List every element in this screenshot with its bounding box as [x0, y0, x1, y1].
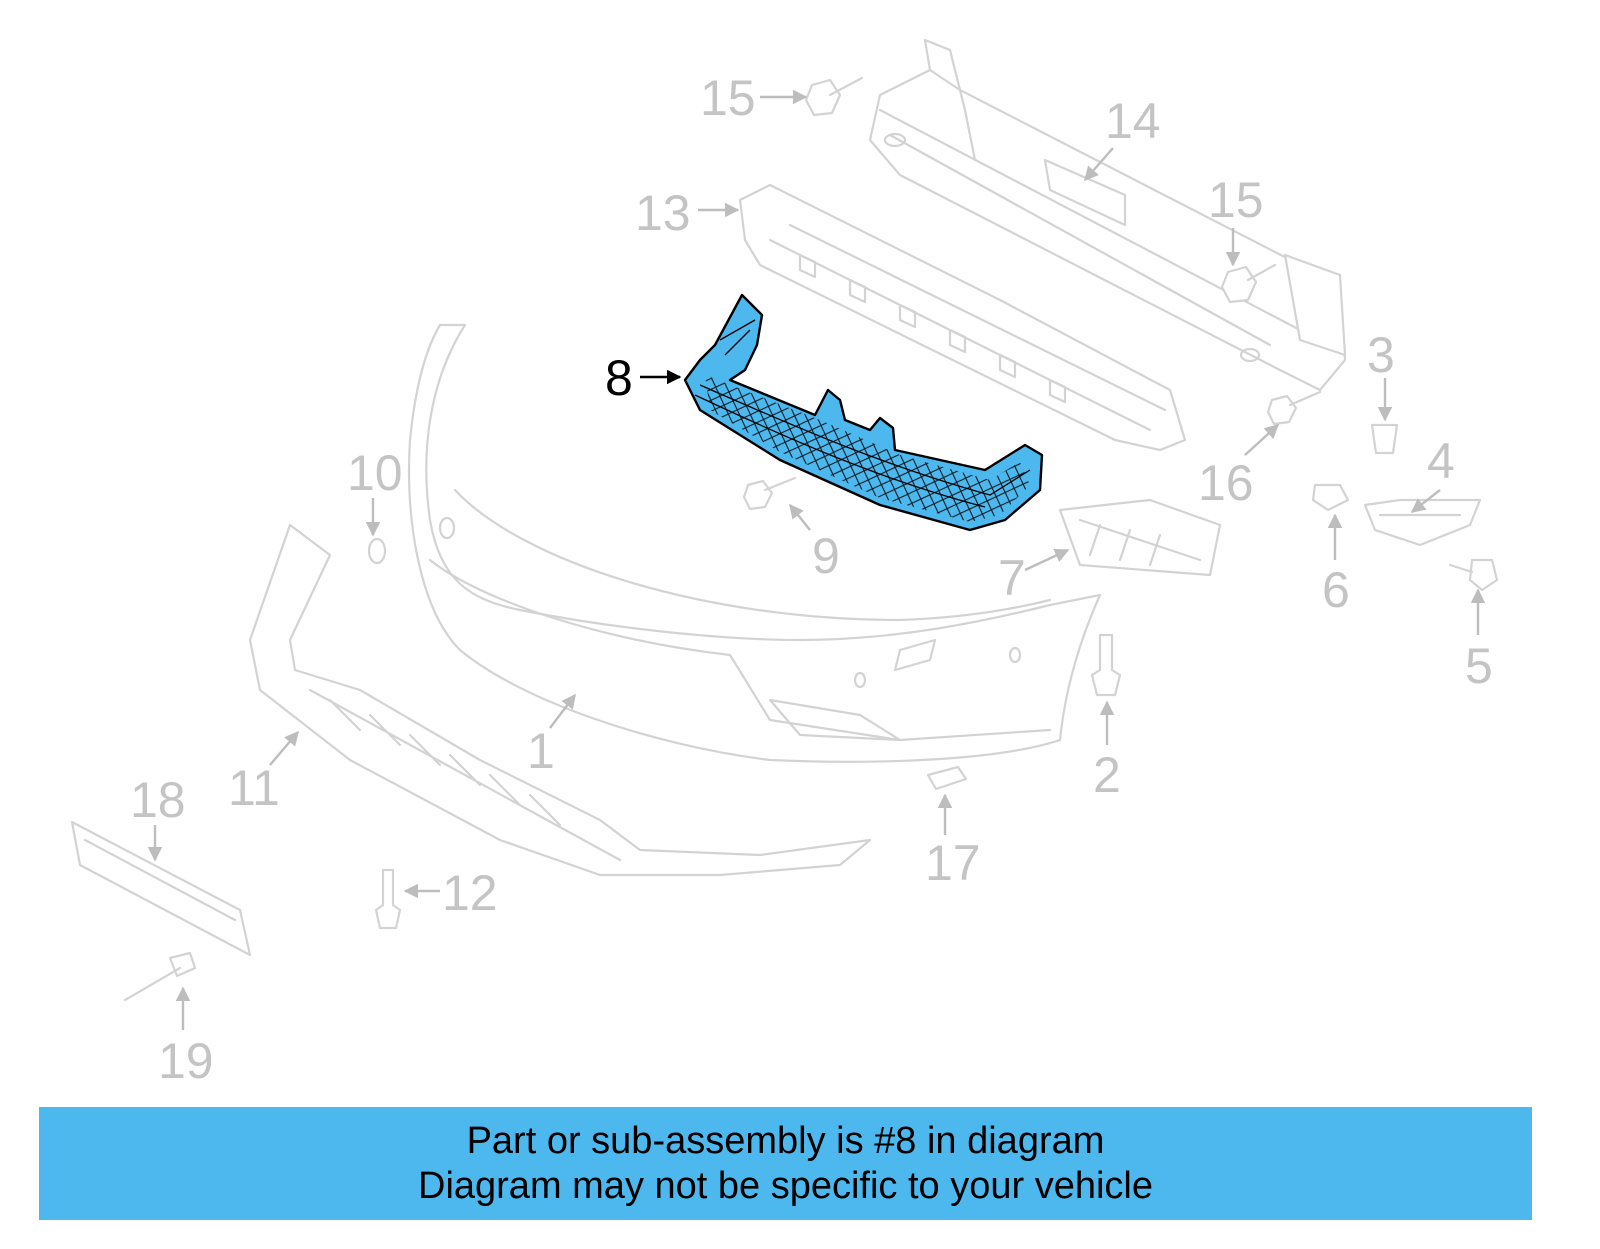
part-15-bolt-upper: [804, 78, 842, 117]
callout-9: 9: [812, 528, 840, 584]
part-4-small-bracket: [1363, 498, 1482, 547]
part-15-bolt-lower: [1220, 265, 1258, 304]
part-17-cap: [926, 765, 968, 791]
callout-3: 3: [1367, 327, 1395, 383]
callout-15-lower: 15: [1208, 172, 1264, 228]
part-9-bolt: [742, 479, 774, 511]
callout-12: 12: [442, 865, 498, 921]
part-8-highlighted[interactable]: [683, 293, 1044, 532]
part-16-bolt: [1266, 394, 1298, 426]
callout-18: 18: [130, 772, 186, 828]
part-13-energy-absorber: [738, 183, 1187, 452]
part-3-nut: [1370, 423, 1399, 455]
callout-16: 16: [1198, 455, 1254, 511]
part-19-rivet: [123, 951, 197, 1002]
part-6-clip: [1311, 483, 1350, 512]
callout-4: 4: [1427, 433, 1455, 489]
part-18-license-bracket: [70, 820, 252, 957]
callouts: 15 14 13 15 3 8 16 4 10 9 7 6 5 1 2 11 1…: [130, 70, 1493, 1089]
part-7-side-bracket: [1058, 498, 1222, 577]
callout-11: 11: [228, 760, 280, 816]
banner-line-disclaimer: Diagram may not be specific to your vehi…: [418, 1165, 1153, 1207]
info-banner: Part or sub-assembly is #8 in diagram Di…: [39, 1107, 1532, 1220]
part-2-bolt: [1090, 633, 1122, 697]
part-12-bolt: [374, 868, 402, 930]
part-10-grommet: [367, 537, 387, 565]
callout-10: 10: [347, 445, 403, 501]
callout-17: 17: [925, 835, 981, 891]
callout-13: 13: [635, 185, 691, 241]
part-11-lower-valance: [248, 523, 872, 877]
banner-line-part: Part or sub-assembly is #8 in diagram: [466, 1120, 1105, 1162]
callout-2: 2: [1093, 747, 1121, 803]
callout-14: 14: [1105, 93, 1161, 149]
callout-15-upper: 15: [700, 70, 756, 126]
callout-8: 8: [605, 350, 633, 406]
callout-5: 5: [1465, 638, 1493, 694]
part-5-screw: [1468, 558, 1499, 592]
part-1-bumper-cover: [407, 323, 1102, 763]
callout-7: 7: [998, 550, 1026, 606]
callout-1: 1: [527, 723, 555, 779]
leader-lines: [147, 89, 1486, 1030]
part-14-reinforcement-beam: [868, 38, 1347, 392]
fasteners: [123, 76, 1499, 1002]
callout-19: 19: [158, 1033, 214, 1089]
callout-6: 6: [1322, 562, 1350, 618]
